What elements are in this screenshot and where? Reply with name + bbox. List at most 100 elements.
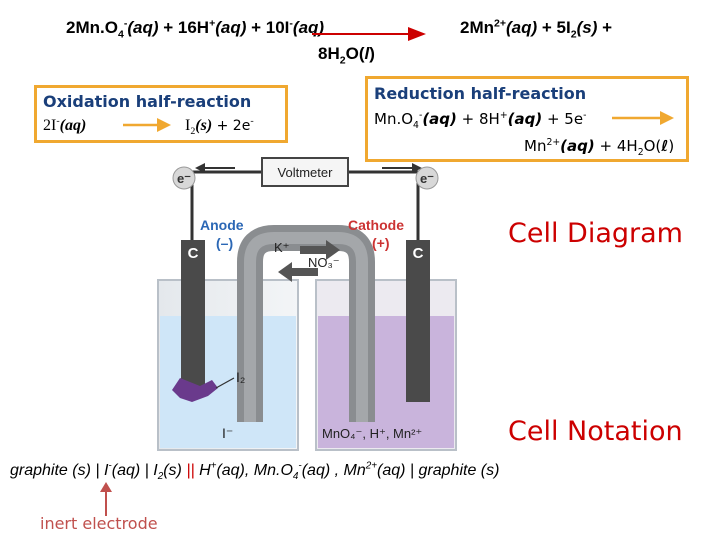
notation-p1: graphite (s) | I: [10, 462, 109, 479]
notation-p4: H: [194, 462, 211, 479]
overall-left-b-sup: +: [209, 17, 216, 30]
oxidation-product-rest: + 2e: [212, 118, 251, 134]
notation-p5-sub: 4: [292, 471, 299, 483]
salt-cation: K⁺: [274, 240, 290, 255]
cell-notation-label: Cell Notation: [508, 416, 683, 447]
overall-line2-b: O(: [345, 44, 365, 63]
iodide-label: I⁻: [222, 425, 233, 441]
notation-p7: (aq) | graphite (s): [377, 462, 500, 479]
cathode-electrode-label: C: [413, 245, 424, 262]
voltmeter-label: Voltmeter: [278, 165, 334, 180]
notation-p2: (aq) | I: [111, 462, 158, 479]
overall-left-a-sup: -: [123, 17, 128, 30]
reduction-line1-c: + 5e: [542, 110, 584, 128]
overall-left-a-sub: 4: [117, 28, 124, 41]
reduction-line2-a: Mn: [524, 137, 547, 155]
reduction-line1-b-sup: +: [499, 110, 508, 121]
overall-right-b-sub: 2: [570, 28, 577, 41]
inert-electrode-label: inert electrode: [40, 514, 158, 533]
electron-badge-right: [415, 166, 439, 190]
overall-right-b-state: (s): [576, 18, 598, 37]
overall-line2-sub: 2: [339, 54, 346, 67]
anion-arrow: [278, 262, 318, 282]
notation-p4-sup: +: [210, 460, 217, 472]
notation-p3: (s): [163, 462, 187, 479]
voltmeter: [261, 157, 349, 187]
electron-label-left: e⁻: [177, 171, 191, 186]
anode-label: Anode: [200, 217, 244, 233]
cell-diagram-label: Cell Diagram: [508, 218, 683, 249]
oxidation-reactant-text: 2I: [43, 117, 57, 134]
oxidation-arrow: [123, 118, 171, 132]
oxidation-product-sup: -: [250, 115, 254, 127]
overall-line2-a: 8H: [318, 44, 340, 63]
overall-right-a: 2Mn: [460, 18, 494, 37]
oxidation-product-state: (s): [195, 117, 213, 134]
cation-arrow: [300, 240, 340, 260]
electrochemical-cell: e⁻ e⁻ Voltmeter K⁺ NO₃⁻ C C I₂ I⁻ MnO₄⁻,…: [157, 157, 457, 451]
reduction-line2-d: ): [668, 137, 675, 155]
oxidation-reactant-sup: -: [56, 115, 60, 127]
reduction-line2-state: (aq): [560, 137, 595, 155]
right-solution: [318, 316, 454, 448]
oxidation-box: Oxidation half-reaction 2I-(aq) I2(s) + …: [34, 85, 288, 143]
reduction-arrow: [612, 111, 674, 125]
oxidation-title: Oxidation half-reaction: [43, 92, 252, 111]
oxidation-reactant-state: (aq): [59, 117, 87, 134]
reduction-line1-c-sup: -: [583, 110, 587, 121]
notation-p6-sup: 2+: [365, 460, 378, 472]
overall-equation-line2: 8H2O(l): [318, 44, 375, 67]
notation-p5: (aq), Mn.O: [216, 462, 293, 479]
oxidation-reactant: 2I-(aq): [43, 115, 87, 135]
oxidation-product-text: I: [185, 117, 191, 134]
notation-p5-sup: -: [298, 460, 302, 472]
overall-line2-state: l: [364, 44, 370, 63]
iodine-deposit: [172, 378, 218, 402]
cathode-sign: (+): [372, 235, 390, 251]
overall-right-a-sup: 2+: [494, 17, 507, 30]
oxidation-product: I2(s) + 2e-: [185, 115, 254, 138]
reduction-line2: Mn2+(aq) + 4H2O(ℓ): [524, 137, 675, 158]
reduction-line1-sup: -: [418, 110, 423, 121]
reduction-line1-b-state: (aq): [507, 110, 543, 128]
anode-electrode-label: C: [188, 245, 199, 262]
inert-electrode-pointer: [100, 482, 112, 516]
overall-left-b-state: (aq): [215, 18, 247, 37]
overall-right-b: + 5I: [537, 18, 571, 37]
reduction-line2-sub: 2: [637, 147, 644, 158]
notation-bars: ||: [186, 462, 195, 479]
cell-notation: graphite (s) | I-(aq) | I2(s) || H+(aq),…: [10, 460, 500, 483]
right-solution-label: MnO₄⁻, H⁺, Mn²⁺: [322, 426, 422, 441]
reduction-line2-b: + 4H: [594, 137, 638, 155]
overall-equation-line1: 2Mn.O4-(aq) + 16H+(aq) + 10I-(aq): [66, 17, 325, 41]
reduction-line2-c: O(: [643, 137, 662, 155]
overall-left-c: + 10I: [246, 18, 290, 37]
cathode-electrode: [406, 240, 430, 402]
notation-p2-sub: 2: [157, 471, 164, 483]
salt-anion: NO₃⁻: [308, 255, 340, 270]
reduction-line1-sub: 4: [413, 120, 419, 131]
anode-sign: (–): [216, 235, 233, 251]
overall-left-c-state: (aq): [292, 18, 325, 37]
reduction-line1-a: Mn.O: [374, 110, 414, 128]
notation-p1-sup: -: [108, 460, 112, 472]
overall-right-a-state: (aq): [506, 18, 538, 37]
iodine-label: I₂: [236, 369, 245, 385]
reduction-line1-b: + 8H: [456, 110, 500, 128]
overall-left-a-state: (aq): [127, 18, 159, 37]
anode-electrode: [181, 240, 205, 392]
oxidation-product-sub: 2: [190, 126, 196, 138]
reduction-line2-liq: ℓ: [661, 137, 669, 155]
reduction-title: Reduction half-reaction: [374, 84, 587, 103]
overall-left-c-sup: -: [289, 17, 293, 30]
cathode-label: Cathode: [348, 217, 404, 233]
reduction-line2-sup: 2+: [546, 137, 561, 148]
overall-equation-right: 2Mn2+(aq) + 5I2(s) +: [460, 17, 613, 41]
reduction-line1-state: (aq): [422, 110, 457, 128]
reduction-line1: Mn.O4-(aq) + 8H+(aq) + 5e-: [374, 110, 587, 131]
overall-left-a: 2Mn.O: [66, 18, 118, 37]
overall-right-c: +: [597, 18, 613, 37]
overall-arrow: [312, 27, 426, 41]
electron-label-right: e⁻: [420, 171, 434, 186]
notation-p6: (aq) , Mn: [301, 462, 366, 479]
